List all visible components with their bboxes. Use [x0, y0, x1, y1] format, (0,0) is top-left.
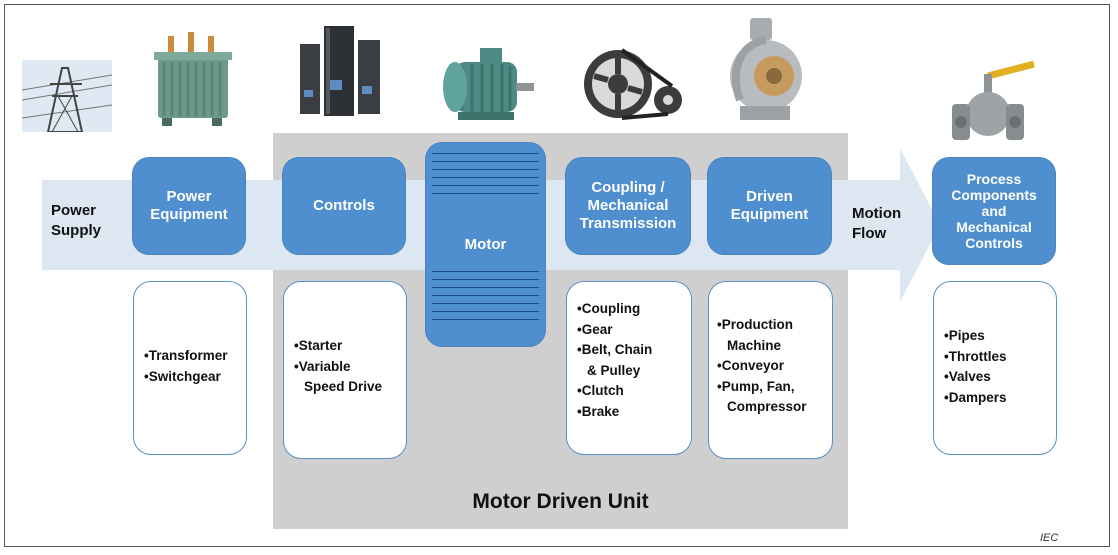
driven-list-box: •Production Machine •Conveyor •Pump, Fan, …	[708, 281, 833, 459]
list-item: •Throttles	[944, 348, 1007, 364]
list-item: •Conveyor	[717, 358, 784, 373]
motion-flow-label: Motion Flow	[852, 205, 902, 242]
list-item: •Production Machine	[717, 317, 793, 353]
list-item: •Transformer	[144, 348, 228, 363]
motor-box: Motor	[426, 143, 545, 346]
ball-valve-icon	[952, 60, 1035, 140]
controls-box: Controls	[283, 158, 405, 254]
source-credit: IEC	[1040, 532, 1059, 544]
drive-cabinet-icon	[300, 26, 380, 116]
list-item: •Pipes	[944, 328, 985, 343]
list-item: •Belt, Chain & Pulley	[577, 342, 653, 378]
power-supply-label: Power Supply	[51, 202, 102, 239]
list-item: •Valves	[944, 369, 991, 384]
power-equipment-box: Power Equipment	[133, 158, 245, 254]
process-components-box: Process Components and Mechanical Contro…	[933, 158, 1055, 264]
driven-equipment-box: Driven Equipment	[708, 158, 831, 254]
motor-driven-unit-title: Motor Driven Unit	[472, 490, 649, 513]
list-item: •Switchgear	[144, 368, 221, 384]
belt-pulley-icon	[584, 48, 682, 120]
list-item: •Variable Speed Drive	[294, 358, 383, 395]
power-equipment-list-box: •Transformer •Switchgear	[133, 281, 247, 455]
transformer-icon	[154, 32, 232, 126]
list-item: •Dampers	[944, 389, 1007, 405]
list-item: •Pump, Fan, Compressor	[717, 378, 807, 415]
power-pylon-icon	[22, 60, 112, 132]
motor-label: Motor	[464, 235, 507, 253]
list-item: •Coupling	[577, 301, 641, 316]
coupling-transmission-box: Coupling / Mechanical Transmission	[566, 158, 690, 254]
pump-icon	[730, 18, 802, 120]
process-list-box: •Pipes •Throttles •Valves •Dampers	[933, 281, 1057, 455]
list-item: •Starter	[294, 338, 343, 353]
list-item: •Clutch	[577, 383, 624, 398]
list-item: •Gear	[577, 321, 613, 337]
coupling-list-box: •Coupling •Gear •Belt, Chain & Pulley •Clut…	[566, 281, 692, 455]
electric-motor-icon	[443, 48, 534, 120]
list-item: •Brake	[577, 403, 620, 419]
controls-list-box: •Starter •Variable Speed Drive	[283, 281, 407, 459]
